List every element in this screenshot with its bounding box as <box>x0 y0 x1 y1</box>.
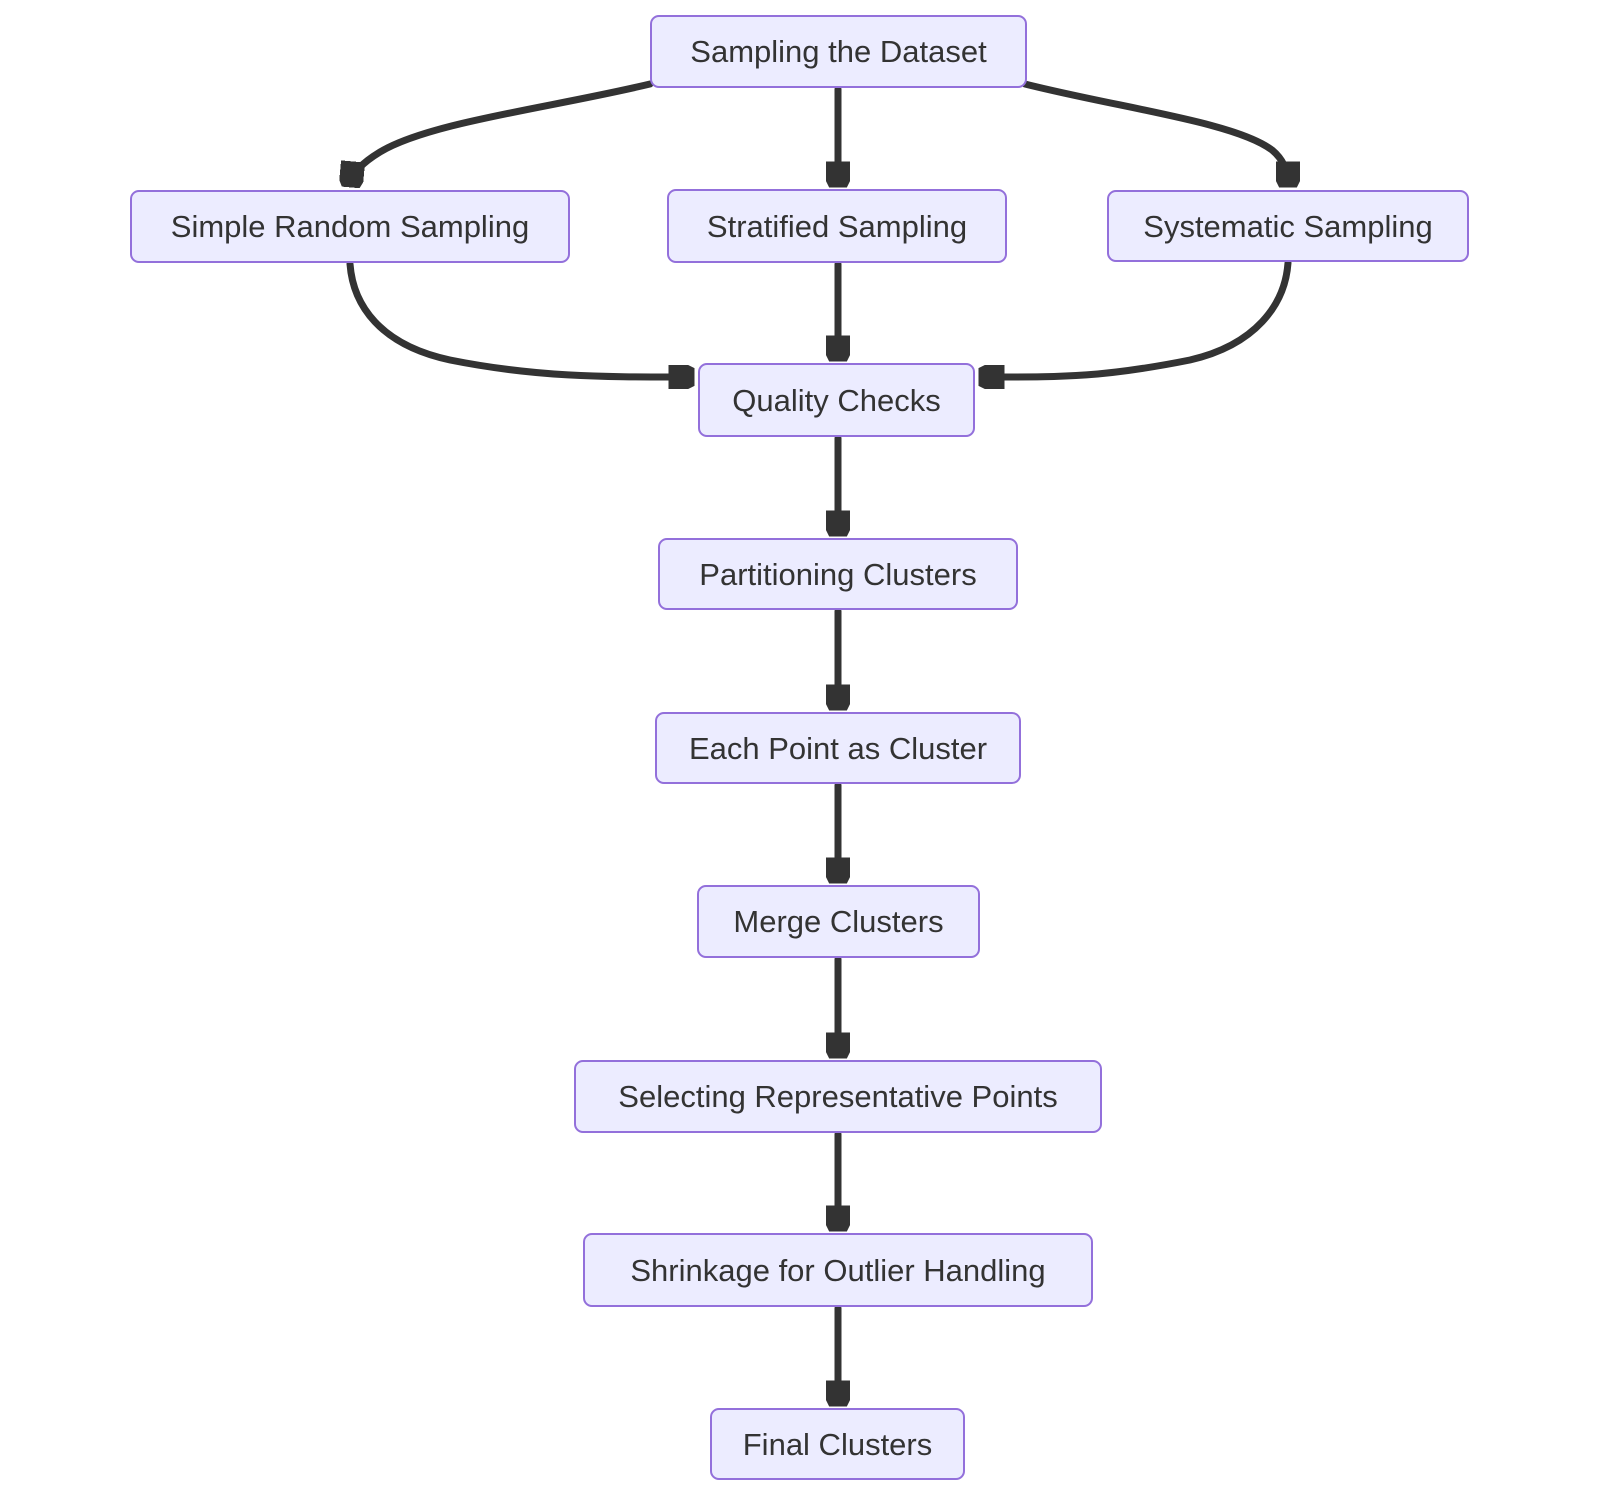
edge-simple-to-quality <box>346 260 695 377</box>
node-quality-checks: Quality Checks <box>698 363 975 437</box>
node-stratified-sampling: Stratified Sampling <box>667 189 1007 263</box>
node-final-clusters: Final Clusters <box>710 1408 965 1480</box>
node-partitioning-clusters: Partitioning Clusters <box>658 538 1018 610</box>
node-simple-random-sampling: Simple Random Sampling <box>130 190 570 263</box>
edge-sampling-to-systematic <box>1021 80 1288 188</box>
node-selecting-representative-points: Selecting Representative Points <box>574 1060 1102 1133</box>
node-systematic-sampling: Systematic Sampling <box>1107 190 1469 262</box>
node-shrinkage-for-outlier-handling: Shrinkage for Outlier Handling <box>583 1233 1093 1307</box>
node-merge-clusters: Merge Clusters <box>697 885 980 958</box>
edge-systematic-to-quality <box>978 259 1292 377</box>
node-sampling-the-dataset: Sampling the Dataset <box>650 15 1027 88</box>
node-each-point-as-cluster: Each Point as Cluster <box>655 712 1021 784</box>
edge-sampling-to-simple <box>351 80 654 184</box>
